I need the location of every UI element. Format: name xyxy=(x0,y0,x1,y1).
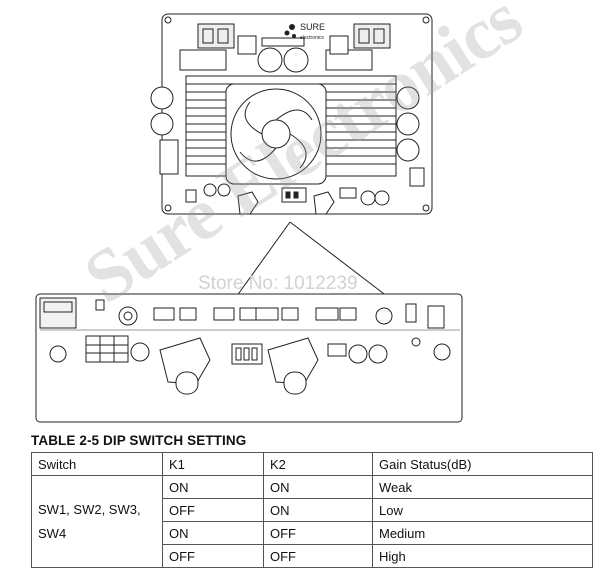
switch-label-line: SW1, SW2, SW3, xyxy=(38,501,141,517)
gain-cell: High xyxy=(372,544,593,568)
capacitor xyxy=(257,47,283,73)
k2-cell: ON xyxy=(263,498,373,522)
k1-cell: OFF xyxy=(162,544,264,568)
k1-cell: ON xyxy=(162,475,264,499)
header-k1: K1 xyxy=(162,452,264,476)
mount-hole-bl xyxy=(164,204,172,212)
switch-label-cell: SW1, SW2, SW3, SW4 xyxy=(31,475,163,568)
callout-line xyxy=(289,221,393,301)
gain-cell: Weak xyxy=(372,475,593,499)
gain-cell: Low xyxy=(372,498,593,522)
table-row: SW1, SW2, SW3, SW4 ON ON Weak xyxy=(31,475,593,568)
table-header-row: Switch K1 K2 Gain Status(dB) xyxy=(31,452,593,476)
dip-switch-detail xyxy=(231,343,263,365)
header-gain: Gain Status(dB) xyxy=(372,452,593,476)
table-row: OFF ON Low xyxy=(32,498,593,522)
k2-cell: OFF xyxy=(263,521,373,545)
mount-hole-tr xyxy=(422,16,430,24)
header-switch: Switch xyxy=(31,452,163,476)
table-title: TABLE 2-5 DIP SWITCH SETTING xyxy=(31,433,247,448)
k1-cell: ON xyxy=(162,521,264,545)
mount-hole-tl xyxy=(164,16,172,24)
k2-cell: ON xyxy=(263,475,373,499)
callout-line xyxy=(233,221,291,301)
table-row: OFF OFF High xyxy=(32,544,593,568)
store-watermark: Store No: 1012239 xyxy=(198,273,358,294)
header-k2: K2 xyxy=(263,452,373,476)
k1-cell: OFF xyxy=(162,498,264,522)
capacitor xyxy=(283,47,309,73)
brand-logo: SURE electronics xyxy=(284,22,325,41)
logo-name: SURE xyxy=(300,22,325,32)
board-illustration: SURE electronics xyxy=(35,13,463,423)
gain-cell: Medium xyxy=(372,521,593,545)
dip-switch-table: Switch K1 K2 Gain Status(dB) SW1, SW2, S… xyxy=(31,452,593,568)
logo-subtitle: electronics xyxy=(300,35,324,41)
switch-label-line: SW4 xyxy=(38,525,67,541)
mount-hole-br xyxy=(422,204,430,212)
board-drawing: SURE electronics xyxy=(35,13,463,423)
k2-cell: OFF xyxy=(263,544,373,568)
